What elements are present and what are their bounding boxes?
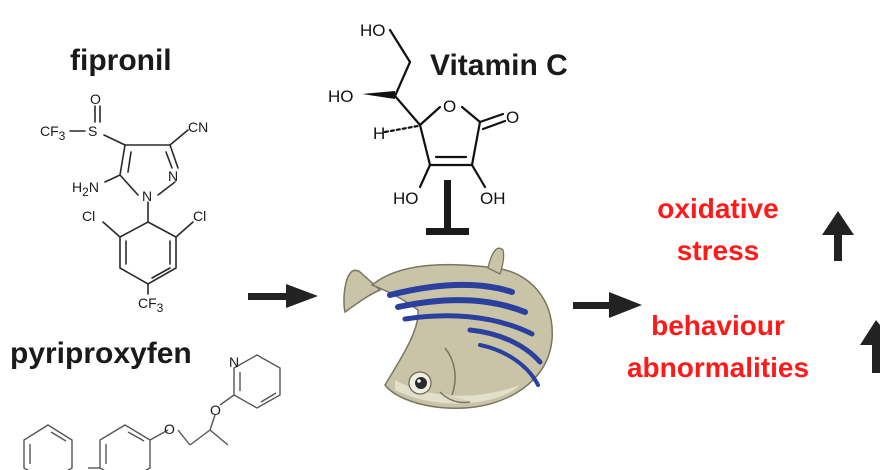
vitamin-c-atom-o-ring: O <box>443 97 456 116</box>
vitamin-c-atom-ho-top: HO <box>360 21 386 40</box>
inhibition-bar-icon <box>426 180 469 235</box>
vitamin-c-atom-oh-bottom-right: OH <box>480 189 506 208</box>
fipronil-atom-o: O <box>90 91 101 107</box>
fipronil-atom-cl-left: Cl <box>82 208 95 224</box>
vitamin-c-atom-ho-bottom-left: HO <box>393 189 419 208</box>
increase-arrow-icon <box>860 320 880 373</box>
fipronil-atom-s: S <box>88 123 97 139</box>
pyriproxyfen-group: pyriproxyfen N O <box>10 337 281 470</box>
fipronil-atom-n2: N <box>168 168 178 184</box>
pyriproxyfen-atom-o-lower: O <box>164 421 175 437</box>
effect-label-line2: stress <box>677 235 760 266</box>
effect-label-line2: abnormalities <box>627 352 809 383</box>
increase-arrow-icon <box>822 211 854 261</box>
pyriproxyfen-structure: N O O <box>23 354 281 470</box>
exposure-arrow <box>248 284 318 308</box>
pyriproxyfen-title: pyriproxyfen <box>10 337 192 370</box>
vitamin-c-title: Vitamin C <box>430 49 568 82</box>
vitamin-c-group: Vitamin C HO HO <box>328 21 568 208</box>
zebrafish-icon <box>343 247 553 409</box>
vitamin-c-atom-h: H <box>373 124 385 143</box>
vitamin-c-atom-ho-mid: HO <box>328 87 354 106</box>
fipronil-atom-cl-right: Cl <box>193 208 206 224</box>
pyriproxyfen-atom-n: N <box>229 354 239 370</box>
fipronil-atom-nh2: H2N <box>72 179 99 199</box>
effect-oxidative-stress: oxidative stress <box>657 193 854 266</box>
vitamin-c-atom-o-carbonyl: O <box>506 108 519 127</box>
effect-label-line1: oxidative <box>657 193 778 224</box>
fipronil-atom-n1: N <box>142 188 152 204</box>
effect-label-line1: behaviour <box>651 310 785 341</box>
fipronil-atom-cn: CN <box>188 119 208 135</box>
fipronil-group: fipronil <box>40 44 208 315</box>
effect-behaviour-abnormalities: behaviour abnormalities <box>627 310 880 383</box>
fipronil-title: fipronil <box>70 44 172 77</box>
pyriproxyfen-atom-o-upper: O <box>210 402 221 418</box>
fipronil-atom-cf3-left: CF3 <box>40 123 66 143</box>
vitamin-c-structure: HO HO H O O HO OH <box>328 21 519 208</box>
fipronil-structure: O S CF3 CN H2N N N Cl Cl CF3 <box>40 91 208 315</box>
effect-arrow <box>573 292 642 318</box>
fipronil-atom-cf3-bottom: CF3 <box>138 295 164 315</box>
